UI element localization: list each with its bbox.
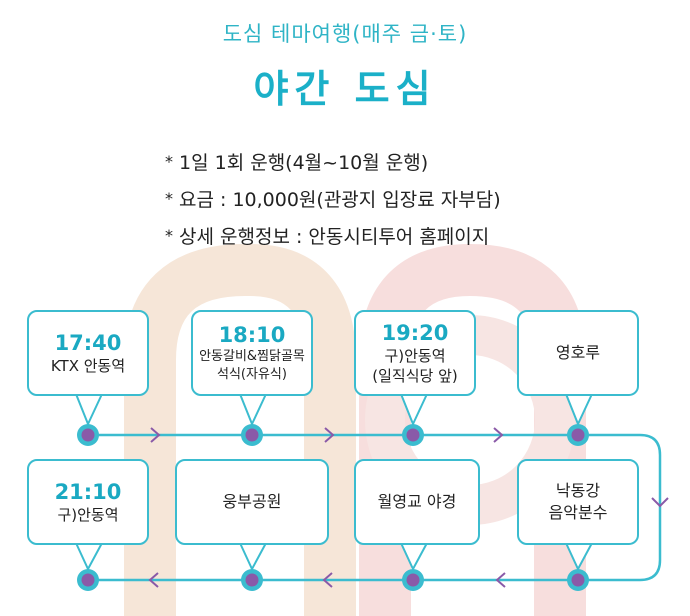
info-text: 상세 운행정보 : 안동시티투어 홈페이지	[179, 226, 490, 248]
stop-place: 안동갈비&찜닭골목	[199, 349, 305, 364]
bullet-asterisk: *	[165, 152, 173, 171]
stop-dot	[567, 424, 589, 446]
info-item: * 요금 : 10,000원(관광지 입장료 자부담)	[165, 182, 501, 219]
info-item: * 상세 운행정보 : 안동시티투어 홈페이지	[165, 219, 501, 256]
bubble-tail	[400, 542, 428, 572]
stop-time: 17:40	[54, 331, 122, 355]
info-list: * 1일 1회 운행(4월~10월 운행) * 요금 : 10,000원(관광지 입…	[165, 145, 501, 256]
stop-dot	[77, 569, 99, 591]
arrow-right-icon	[493, 427, 504, 443]
arrow-left-icon	[322, 572, 333, 588]
stop-bubble-woryeonggyo: 월영교 야경	[354, 459, 480, 545]
stop-place: 웅부공원	[222, 492, 282, 511]
stop-bubble-old-andong-station: 19:20 구)안동역 (일직식당 앞)	[354, 310, 476, 396]
stop-dot	[402, 569, 424, 591]
bullet-asterisk: *	[165, 226, 173, 245]
stop-place-detail: (일직식당 앞)	[372, 367, 458, 385]
route-line-connector	[639, 433, 662, 582]
stop-place: 월영교 야경	[377, 492, 457, 511]
stop-bubble-ungbu-park: 웅부공원	[175, 459, 329, 545]
bubble-tail	[565, 393, 593, 427]
stop-bubble-old-andong-station-end: 21:10 구)안동역	[27, 459, 149, 545]
stop-bubble-ktx-andong: 17:40 KTX 안동역	[27, 310, 149, 396]
bullet-asterisk: *	[165, 189, 173, 208]
bubble-tail	[400, 393, 428, 427]
stop-place: 낙동강	[555, 481, 601, 500]
stop-dot	[77, 424, 99, 446]
stop-dot	[567, 569, 589, 591]
stop-time: 19:20	[381, 321, 449, 345]
info-item: * 1일 1회 운행(4월~10월 운행)	[165, 145, 501, 182]
stop-bubble-nakdonggang-fountain: 낙동강 음악분수	[517, 459, 639, 545]
stop-place: KTX 안동역	[50, 357, 126, 375]
bubble-tail	[239, 393, 267, 427]
stop-place: 영호루	[555, 343, 601, 362]
stop-dot	[402, 424, 424, 446]
bubble-tail	[565, 542, 593, 572]
arrow-left-icon	[148, 572, 159, 588]
stop-dot	[241, 569, 263, 591]
stop-place: 구)안동역	[384, 347, 446, 365]
stop-bubble-galbi-jjimdak: 18:10 안동갈비&찜닭골목 석식(자유식)	[191, 310, 313, 396]
arrow-left-icon	[495, 572, 506, 588]
tour-subtitle: 도심 테마여행(매주 금·토)	[222, 22, 468, 46]
bubble-tail	[75, 542, 103, 572]
stop-place: 구)안동역	[57, 506, 119, 524]
stop-bubble-yeonghoru: 영호루	[517, 310, 639, 396]
info-text: 1일 1회 운행(4월~10월 운행)	[179, 152, 429, 174]
bubble-tail	[75, 393, 103, 427]
info-text: 요금 : 10,000원(관광지 입장료 자부담)	[179, 189, 501, 211]
stop-dot	[241, 424, 263, 446]
arrow-right-icon	[150, 427, 161, 443]
arrow-right-icon	[324, 427, 335, 443]
arrow-down-icon	[651, 497, 669, 508]
bubble-tail	[239, 542, 267, 572]
tour-title: 야간 도심	[253, 67, 437, 111]
stop-time: 21:10	[54, 480, 122, 504]
stop-time: 18:10	[218, 323, 286, 347]
stop-place-detail: 석식(자유식)	[217, 367, 287, 382]
stop-place-detail: 음악분수	[548, 503, 608, 522]
